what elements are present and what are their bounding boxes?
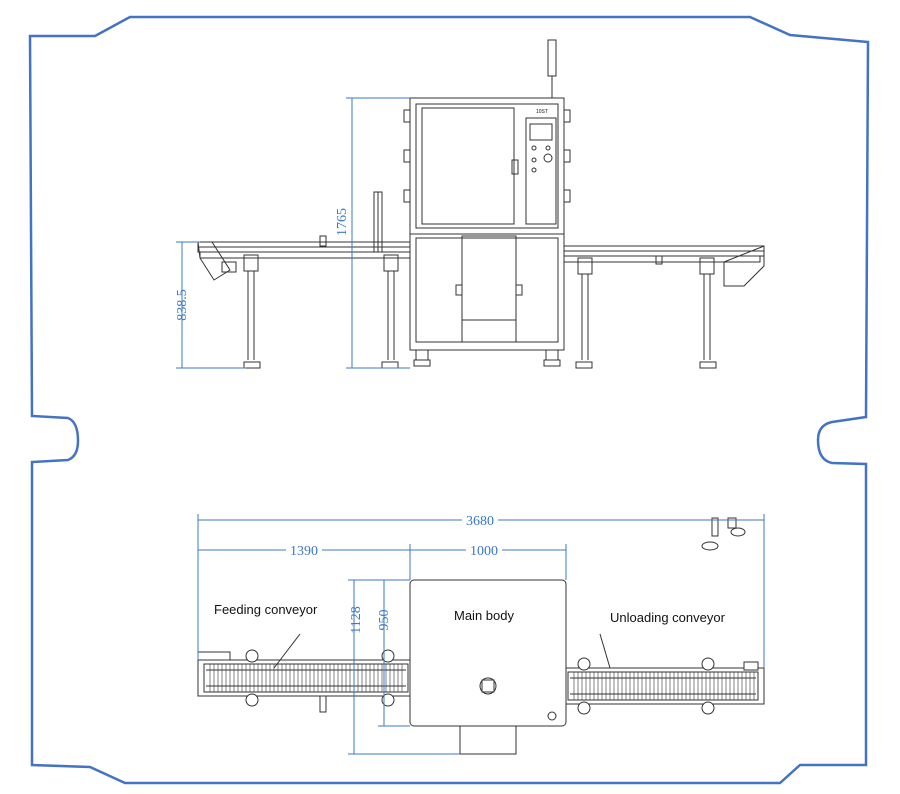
drawing-border	[28, 15, 870, 785]
label-feeding-conveyor: Feeding conveyor	[214, 602, 318, 617]
dim-feeding-length: 1390	[290, 544, 318, 559]
leader-feeding	[273, 633, 301, 669]
dim-total-height: 1765	[335, 208, 350, 236]
front-dimensions: 1765 838.5	[175, 97, 410, 369]
dim-total-length: 3680	[466, 514, 494, 529]
dim-body-depth: 1128	[349, 606, 364, 633]
dim-body-width: 1000	[470, 544, 498, 559]
leader-unloading	[599, 633, 611, 669]
main-body-outline	[409, 579, 567, 727]
label-main-body: Main body	[454, 608, 514, 623]
dim-conveyor-height: 838.5	[175, 289, 190, 321]
top-dimensions: 3680 1390 1000 1128 950	[197, 512, 765, 755]
front-view: 10ST	[197, 39, 765, 369]
label-unloading-conveyor: Unloading conveyor	[610, 610, 726, 625]
dim-body-inner-depth: 950	[377, 610, 392, 631]
brand-text: 10ST	[536, 109, 548, 115]
top-view	[197, 517, 765, 755]
